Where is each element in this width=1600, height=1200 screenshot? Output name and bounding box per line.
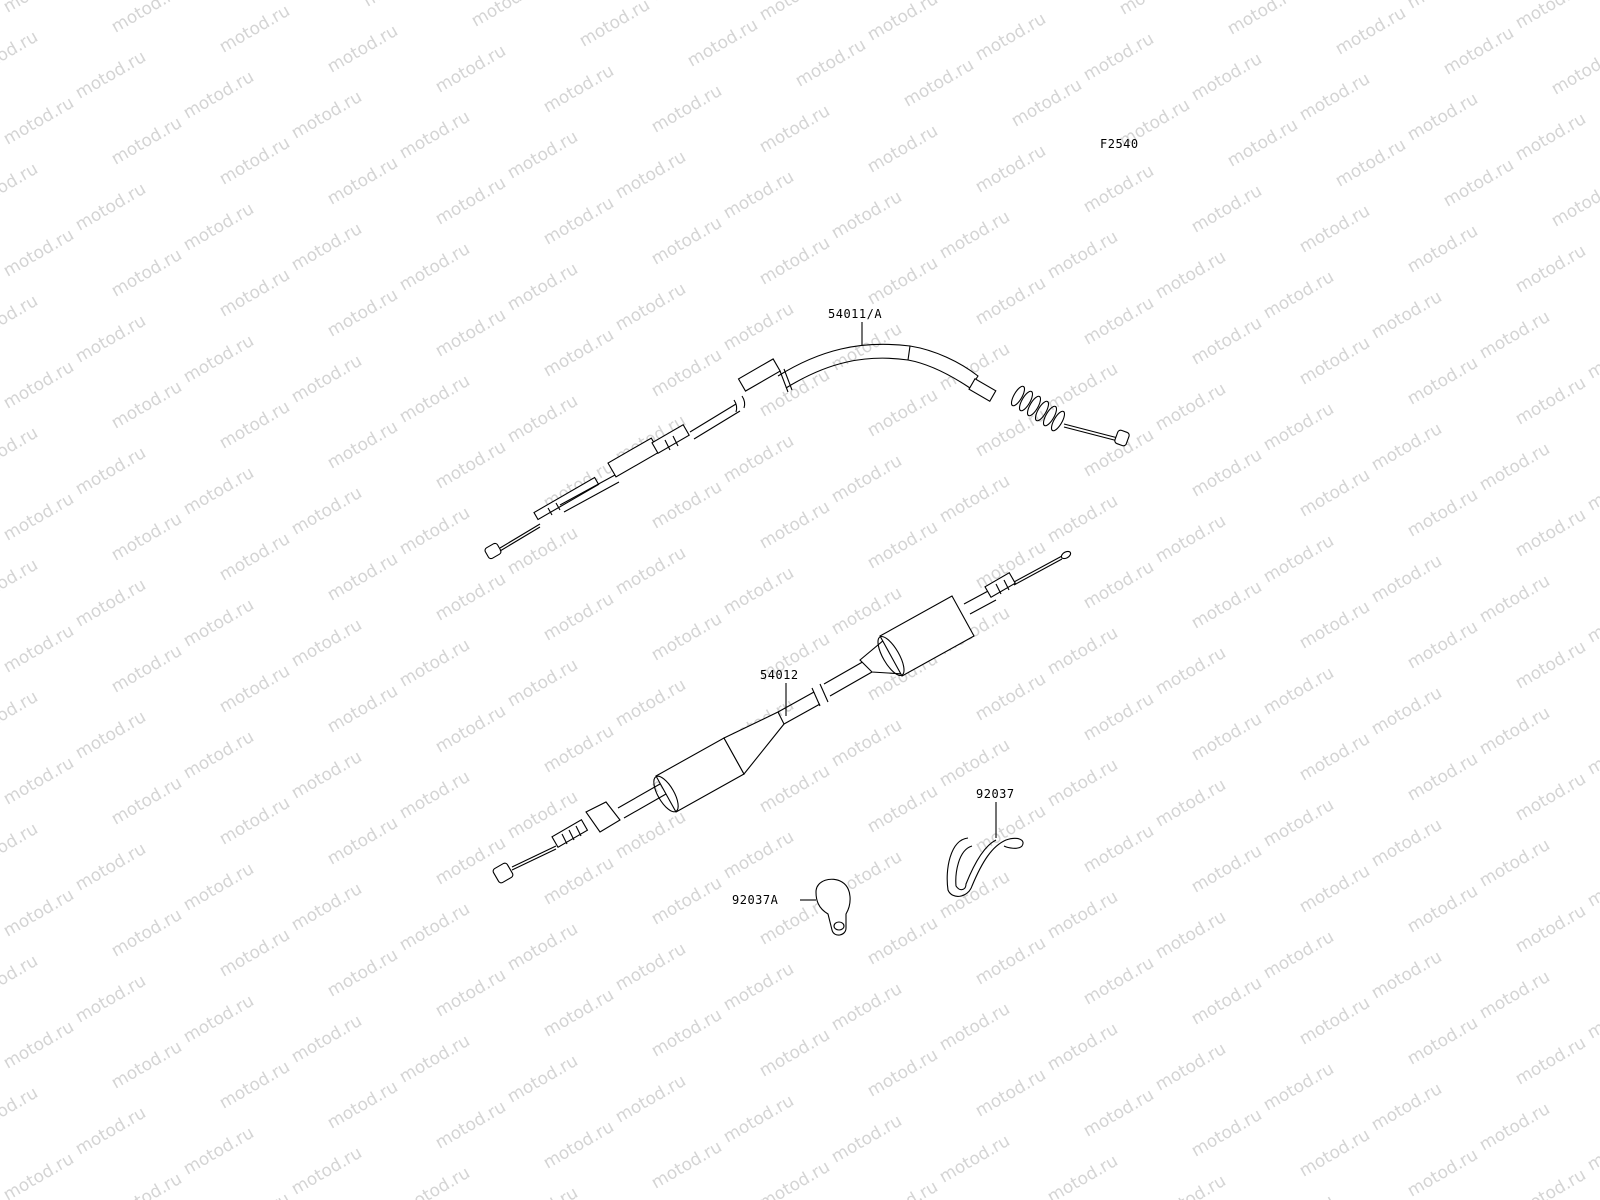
part-label-92037a: 92037A (732, 893, 779, 907)
cable-clamp-drawing: 92037A (732, 878, 851, 936)
cable-end-nipple-bottom (492, 862, 514, 884)
cable-boot-right (879, 595, 975, 677)
cable-spring (1010, 385, 1066, 432)
figure-code: F2540 (1100, 137, 1139, 151)
part-label-92037: 92037 (976, 787, 1015, 801)
adjuster-nut (585, 801, 621, 833)
part-label-54012: 54012 (760, 668, 799, 682)
cable-end-nipple-left (484, 542, 502, 560)
part-label-54011a: 54011/A (828, 307, 882, 321)
cable-sleeve (607, 437, 661, 478)
throttle-cable-drawing: 54012 (492, 550, 1072, 884)
clutch-cable-drawing: 54011/A (484, 307, 1130, 560)
clamp-ring-drawing: 92037 (946, 787, 1024, 897)
cable-end-nipple-right (1114, 429, 1130, 447)
